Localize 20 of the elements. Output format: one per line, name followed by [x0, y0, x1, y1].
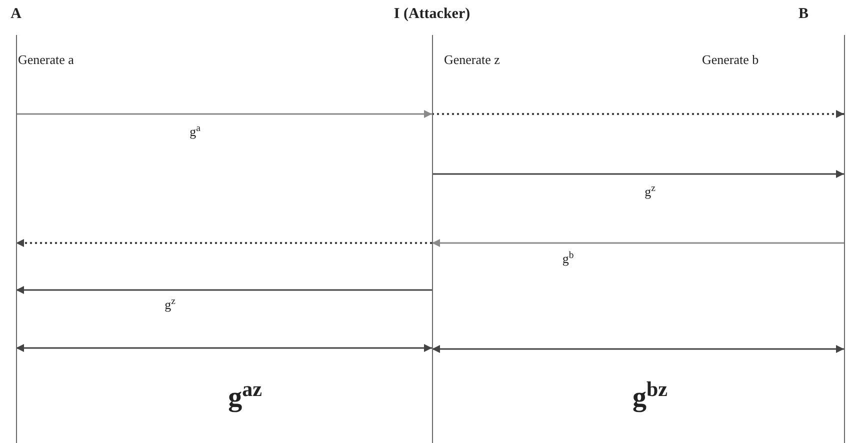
participant-name: I (Attacker) [394, 5, 470, 24]
edge-label: g$^{a}$ [190, 124, 200, 140]
arrow [16, 344, 432, 352]
arrow [432, 170, 844, 178]
edge-label: g$^{az}$ [228, 382, 262, 414]
arrow [16, 239, 432, 247]
participant-name: A [10, 5, 22, 24]
edge-label: g$^{bz}$ [632, 382, 668, 414]
edge-label: g$^{z}$ [644, 184, 656, 200]
participant-name: B [798, 5, 808, 24]
arrow [432, 110, 844, 118]
step-note: Generate z [444, 51, 500, 69]
arrow [16, 286, 432, 294]
edge-label: g$^{b}$ [562, 251, 574, 267]
arrow [16, 110, 432, 118]
step-note: Generate b [702, 51, 759, 69]
step-note: Generate a [18, 51, 74, 69]
edge-label: g$^{z}$ [164, 297, 176, 313]
arrow [432, 345, 844, 353]
arrow [432, 239, 844, 247]
